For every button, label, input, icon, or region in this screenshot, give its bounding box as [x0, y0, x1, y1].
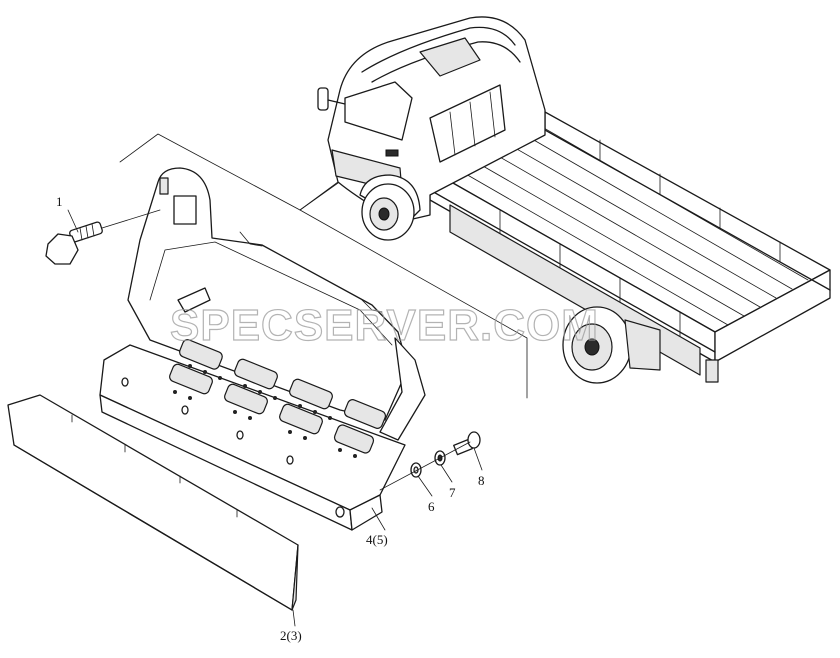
- truck-illustration: [317, 16, 831, 384]
- step-tread: [99, 339, 406, 531]
- rear-wheel: [562, 306, 661, 384]
- washer-6: [410, 462, 422, 478]
- fastener-axis-line: [379, 441, 471, 491]
- bolt-1: [45, 209, 161, 265]
- callout-8: 8: [478, 473, 485, 488]
- callout-6: 6: [428, 499, 435, 514]
- watermark: SPECSERVER.COM: [170, 301, 599, 350]
- tread-pattern: [169, 339, 387, 458]
- callout-labels: 1 2(3) 4(5) 6 7 8: [56, 194, 485, 643]
- truck-cab: [317, 16, 546, 241]
- locator-lines: [119, 133, 528, 399]
- callout-7: 7: [449, 485, 456, 500]
- callout-1: 1: [56, 194, 63, 209]
- leader-lines: [67, 209, 483, 627]
- callout-2: 2(3): [280, 628, 302, 643]
- cover-trim: [7, 394, 299, 611]
- callout-4: 4(5): [366, 532, 388, 547]
